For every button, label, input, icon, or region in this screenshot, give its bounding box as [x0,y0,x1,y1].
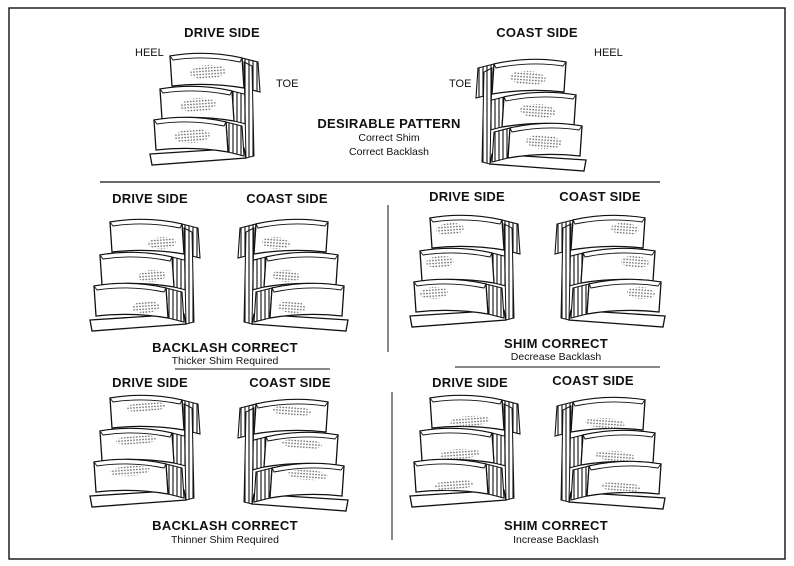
gear-teeth [149,52,261,166]
gear-top-drive [149,52,261,166]
gear-teeth [554,396,666,510]
desirable-pattern-line1: Correct Shim [358,132,420,144]
desirable-pattern-line2: Correct Backlash [349,146,429,158]
panel4-drive-side-label: DRIVE SIDE [432,375,508,390]
top-drive-side-label: DRIVE SIDE [184,25,260,40]
panel1-caption: BACKLASH CORRECT [152,340,298,355]
panel3-subcaption: Thinner Shim Required [171,534,279,546]
gear-panel2-drive [409,214,521,328]
top-coast-side-label: COAST SIDE [496,25,578,40]
outer-border [8,7,786,560]
panel4-subcaption: Increase Backlash [513,534,599,546]
gear-panel4-drive [409,394,521,508]
heel-label-right: HEEL [594,47,623,59]
desirable-pattern-title: DESIRABLE PATTERN [317,116,461,131]
toe-label-right: TOE [449,78,472,90]
panel1-coast-side-label: COAST SIDE [246,191,328,206]
gear-panel3-drive [89,394,201,508]
panel2-drive-side-label: DRIVE SIDE [429,189,505,204]
gear-teeth [475,58,587,172]
gear-panel1-drive [89,218,201,332]
panel3-drive-side-label: DRIVE SIDE [112,375,188,390]
gear-panel1-coast [237,218,349,332]
panel3-caption: BACKLASH CORRECT [152,518,298,533]
gear-panel2-coast [554,214,666,328]
panel4-coast-side-label: COAST SIDE [552,373,634,388]
toe-label-left: TOE [276,78,299,90]
panel1-subcaption: Thicker Shim Required [171,355,279,367]
panel1-drive-side-label: DRIVE SIDE [112,191,188,206]
panel4-caption: SHIM CORRECT [504,518,608,533]
panel2-coast-side-label: COAST SIDE [559,189,641,204]
gear-teeth [89,394,201,508]
gear-panel4-coast [554,396,666,510]
panel2-caption: SHIM CORRECT [504,336,608,351]
gear-teeth [89,218,201,332]
gear-teeth [554,214,666,328]
gear-teeth [237,218,349,332]
gear-teeth [409,214,521,328]
panel3-coast-side-label: COAST SIDE [249,375,331,390]
gear-top-coast [475,58,587,172]
gear-teeth [409,394,521,508]
heel-label-left: HEEL [135,47,164,59]
gear-teeth [237,398,349,512]
panel2-subcaption: Decrease Backlash [510,351,602,363]
gear-panel3-coast [237,398,349,512]
